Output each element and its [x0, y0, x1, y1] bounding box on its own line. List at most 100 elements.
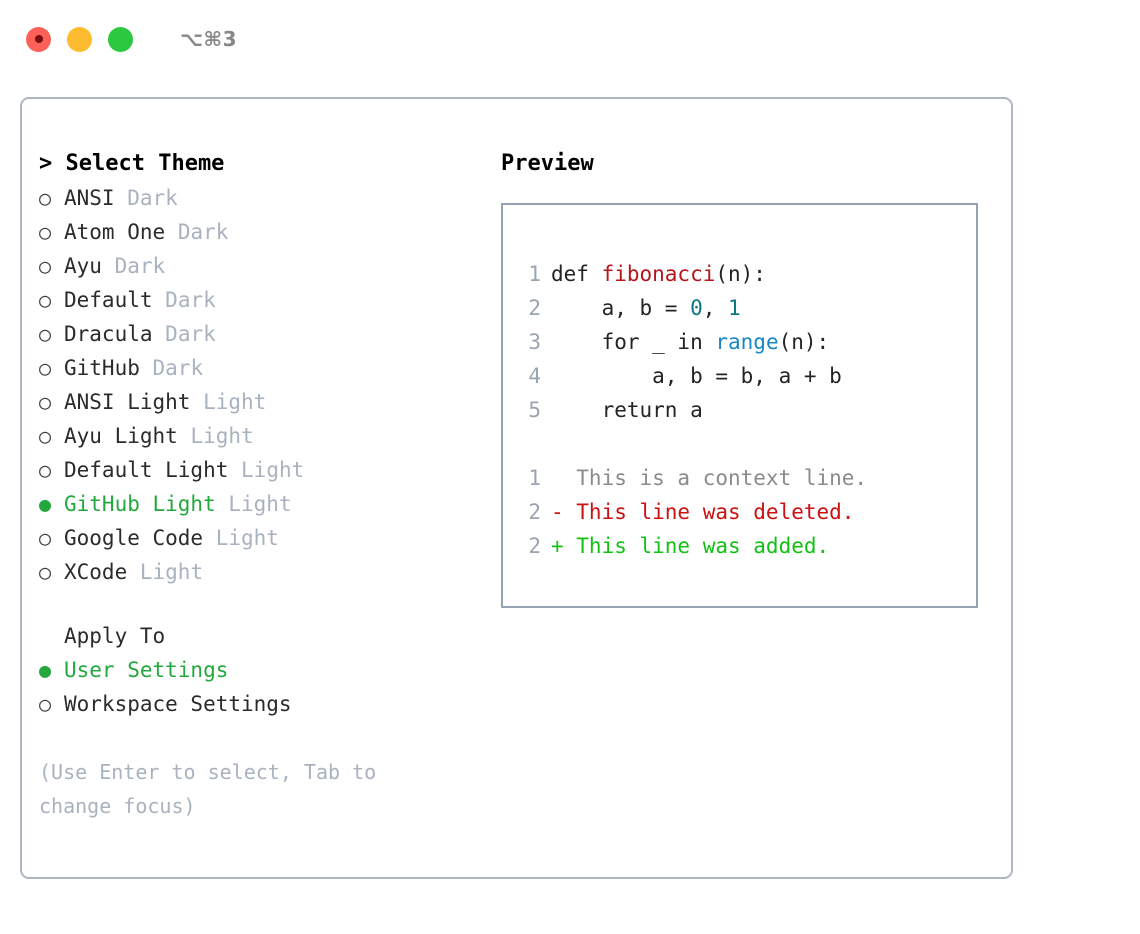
theme-option-ayu-light[interactable]: ○Ayu Light Light [39, 419, 479, 453]
space [140, 351, 153, 385]
code-token: return a [551, 398, 703, 422]
space [178, 419, 191, 453]
space [216, 487, 229, 521]
theme-option-atom-one[interactable]: ○ Atom One Dark [39, 215, 479, 249]
diff-line: 2 + This line was added. [517, 529, 976, 563]
space [203, 521, 216, 555]
code-token: (n): [778, 330, 830, 354]
maximize-button[interactable] [108, 26, 133, 52]
code-line: 5 return a [517, 393, 976, 427]
theme-option-github-light[interactable]: ● GitHub Light Light [39, 487, 479, 521]
radio-unselected-icon: ○ [39, 220, 52, 244]
apply-to-heading-row: ○ Apply To [39, 619, 479, 653]
theme-option-kind: Light [241, 458, 305, 482]
code-token: fibonacci [601, 262, 716, 286]
keyboard-hint: (Use Enter to select, Tab to change focu… [39, 760, 377, 818]
code-token: for _ in [551, 330, 716, 354]
space [102, 249, 115, 283]
code-token: + This line was added. [551, 534, 830, 558]
code-line: 4 a, b = b, a + b [517, 359, 976, 393]
code-token: (n): [715, 262, 766, 286]
theme-option-kind: Dark [165, 288, 216, 312]
theme-option-default[interactable]: ○Default Dark [39, 283, 479, 317]
code-line: 3 for _ in range(n): [517, 325, 976, 359]
theme-option-name: XCode [64, 560, 128, 584]
apply-to-option-workspace-settings[interactable]: ○Workspace Settings [39, 687, 479, 721]
space [127, 555, 140, 589]
select-theme-heading: > Select Theme [39, 151, 225, 176]
close-icon [34, 35, 43, 43]
line-number: 4 [528, 364, 541, 388]
theme-option-default-light[interactable]: ○Default Light Light [39, 453, 479, 487]
close-button[interactable] [26, 26, 51, 52]
theme-option-ayu[interactable]: ○Ayu Dark [39, 249, 479, 283]
theme-option-kind: Light [139, 560, 204, 584]
radio-unselected-icon: ○ [39, 356, 52, 380]
theme-picker-panel: > Select Theme ○ANSI Dark○Atom One Dark○… [20, 97, 1013, 879]
line-number: 1 [528, 466, 541, 490]
radio-unselected-icon: ○ [39, 560, 52, 584]
space [153, 317, 166, 351]
radio-unselected-icon: ○ [39, 322, 52, 346]
theme-option-kind: Dark [114, 254, 166, 278]
diff-line: 2- This line was deleted. [517, 495, 976, 529]
theme-option-kind: Dark [177, 220, 229, 244]
theme-option-xcode[interactable]: ○ XCode Light [39, 555, 479, 589]
theme-option-kind: Light [228, 492, 292, 516]
line-number: 5 [528, 398, 541, 422]
radio-selected-icon: ● [39, 492, 52, 516]
theme-list-column: > Select Theme ○ANSI Dark○Atom One Dark○… [39, 147, 479, 823]
diff-line: 1 This is a context line. [517, 461, 976, 495]
theme-option-name: Ayu Light [64, 424, 178, 448]
code-token: This is a context line. [551, 466, 868, 490]
theme-option-name: GitHub Light [64, 492, 216, 516]
space [165, 215, 178, 249]
radio-unselected-icon: ○ [39, 692, 52, 716]
theme-option-kind: Dark [127, 186, 178, 210]
line-number: 2 [528, 534, 541, 558]
space [190, 385, 203, 419]
window-title-shortcut: ⌥⌘3 [180, 27, 238, 51]
radio-unselected-icon: ○ [39, 424, 52, 448]
space [153, 283, 166, 317]
theme-option-name: Default [64, 288, 153, 312]
minimize-button[interactable] [67, 26, 92, 52]
line-number: 2 [528, 296, 541, 320]
theme-option-kind: Dark [165, 322, 216, 346]
code-token: , [702, 296, 729, 320]
theme-option-kind: Light [215, 526, 279, 550]
radio-unselected-icon: ○ [39, 186, 52, 210]
line-number: 1 [528, 262, 541, 286]
theme-option-name: ANSI [64, 186, 115, 210]
apply-to-option-user-settings[interactable]: ●User Settings [39, 653, 479, 687]
theme-option-name: Google Code [64, 526, 204, 550]
radio-unselected-icon: ○ [39, 458, 52, 482]
apply-to-option-list: ●User Settings○Workspace Settings [39, 653, 479, 721]
theme-option-kind: Light [203, 390, 267, 414]
apply-to-option-name: User Settings [64, 658, 229, 682]
code-token: 0 [690, 296, 703, 320]
theme-option-ansi-light[interactable]: ○ANSI Light Light [39, 385, 479, 419]
code-token: a, b = b, a + b [551, 364, 842, 388]
code-token: - This line was deleted. [551, 500, 855, 524]
theme-option-dracula[interactable]: ○ Dracula Dark [39, 317, 479, 351]
theme-option-name: Atom One [64, 220, 166, 244]
theme-option-name: GitHub [64, 356, 140, 380]
title-bar: ⌥⌘3 [0, 0, 1140, 78]
code-token: range [715, 330, 779, 354]
theme-option-github[interactable]: ○ GitHub Dark [39, 351, 479, 385]
preview-spacer [517, 427, 976, 461]
theme-option-ansi[interactable]: ○ ANSI Dark [39, 181, 479, 215]
theme-option-google-code[interactable]: ○Google Code Light [39, 521, 479, 555]
line-number: 3 [528, 330, 541, 354]
space [115, 181, 128, 215]
theme-option-kind: Dark [152, 356, 204, 380]
theme-option-name: Dracula [64, 322, 153, 346]
apply-to-spacer-icon: ○ [39, 619, 64, 653]
space [228, 453, 241, 487]
